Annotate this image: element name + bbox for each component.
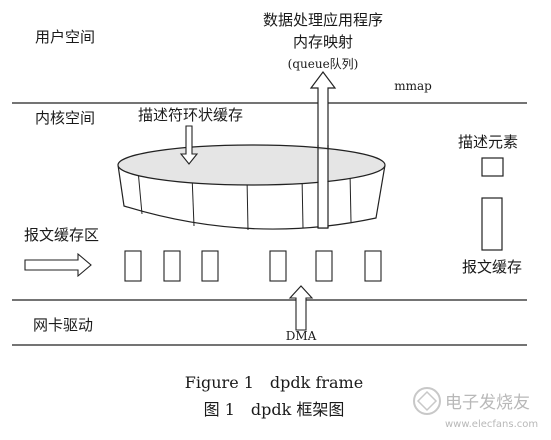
caption-chinese: 图 1 dpdk 框架图	[204, 400, 345, 419]
app-label-line3: (queue队列)	[288, 56, 359, 71]
mmap-arrow-shaft-mask	[318, 150, 328, 228]
mmap-label: mmap	[394, 79, 432, 93]
legend-descriptor-label: 描述元素	[458, 133, 518, 151]
ring-slot-divider	[349, 171, 352, 223]
watermark-text: 电子发烧友	[445, 393, 530, 413]
app-label-line2: 内存映射	[293, 33, 353, 51]
ring-slot-divider	[246, 177, 249, 231]
dma-label: DMA	[286, 329, 317, 343]
legend-packet-buffer-box	[481, 197, 503, 251]
ring-buffer-label: 描述符环状缓存	[138, 106, 243, 124]
user-space-label: 用户空间	[35, 28, 95, 46]
ring-slot-divider	[137, 169, 143, 215]
watermark-url: www.elecfans.com	[445, 419, 538, 430]
legend-packet-buffer-label: 报文缓存	[462, 258, 522, 276]
app-label-line1: 数据处理应用程序	[263, 11, 383, 29]
packet-buffer-6	[364, 250, 382, 282]
descriptor-ring-buffer	[117, 144, 386, 231]
kernel-space-label: 内核空间	[35, 109, 95, 127]
packet-buffer-2	[163, 250, 181, 282]
dma-up-arrow-icon	[288, 285, 314, 331]
legend-descriptor-box	[481, 157, 504, 177]
packet-buffer-1	[124, 250, 142, 282]
packet-buffer-3	[201, 250, 219, 282]
packet-buffer-4	[269, 250, 287, 282]
watermark: 电子发烧友 www.elecfans.com	[413, 387, 538, 430]
nic-driver-label: 网卡驱动	[33, 316, 93, 334]
watermark-logo-icon	[413, 387, 441, 415]
ring-buffer-top	[117, 144, 386, 186]
incoming-packet-arrow-icon	[24, 252, 92, 278]
ring-down-arrow-icon	[179, 125, 199, 165]
caption-english: Figure 1 dpdk frame	[185, 373, 363, 392]
watermark-logo-mark	[416, 390, 438, 412]
ring-slot-divider	[301, 175, 304, 229]
packet-area-label: 报文缓存区	[24, 226, 99, 244]
packet-buffer-5	[315, 250, 333, 282]
